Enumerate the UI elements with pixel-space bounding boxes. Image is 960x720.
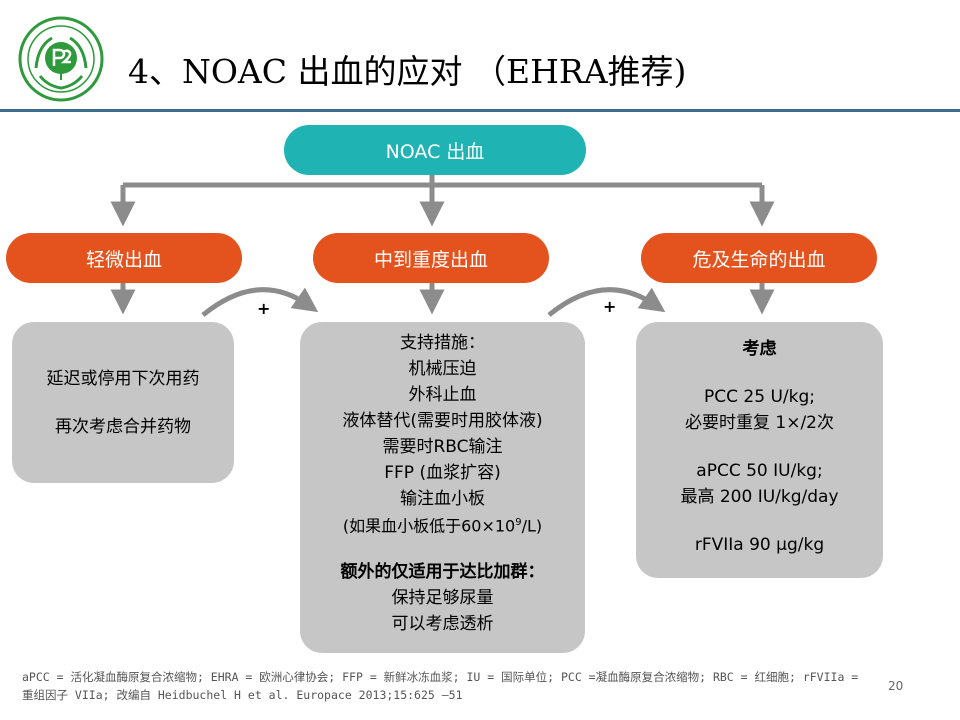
moderate-action-line: FFP (血浆扩容) xyxy=(384,463,501,483)
abbreviations-footnote: aPCC = 活化凝血酶原复合浓缩物; EHRA = 欧洲心律协会; FFP =… xyxy=(22,670,859,702)
page-number: 20 xyxy=(888,679,904,693)
root-node-noac-bleeding: NOAC 出血 xyxy=(284,125,586,175)
apcc-max-line: 最高 200 IU/kg/day xyxy=(680,487,839,507)
moderate-action-line: 机械压迫 xyxy=(408,359,477,379)
header-divider xyxy=(0,109,960,112)
moderate-action-line: 输注血小板 xyxy=(400,489,485,509)
pcc-dose-line: PCC 25 U/kg; xyxy=(704,387,815,407)
dabigatran-action-line: 保持足够尿量 xyxy=(391,588,494,609)
hospital-logo xyxy=(18,16,104,102)
category-mild-bleeding: 轻微出血 xyxy=(6,233,242,283)
page-title: 4、NOAC 出血的应对 （EHRA推荐) xyxy=(128,52,687,91)
moderate-action-line: 外科止血 xyxy=(408,385,477,405)
moderate-action-line: 液体替代(需要时用胶体液) xyxy=(342,411,543,431)
plus-sign-left: + xyxy=(257,299,271,318)
moderate-action-line: 需要时RBC输注 xyxy=(382,437,503,457)
apcc-dose-line: aPCC 50 IU/kg; xyxy=(696,461,823,481)
rfviia-dose-line: rFVIIa 90 μg/kg xyxy=(694,535,825,555)
mild-bleeding-actions-box: 延迟或停用下次用药 再次考虑合并药物 xyxy=(12,322,234,483)
dabigatran-action-line: 可以考虑透析 xyxy=(391,614,494,635)
consider-heading: 考虑 xyxy=(742,339,777,359)
category-moderate-severe-bleeding: 中到重度出血 xyxy=(313,233,549,283)
curved-arrow-mild-to-moderate xyxy=(201,287,319,317)
platelet-threshold-note: (如果血小板低于60×109/L) xyxy=(342,516,543,536)
category-life-threatening-bleeding: 危及生命的出血 xyxy=(641,233,877,283)
curved-arrow-moderate-to-severe xyxy=(547,287,666,317)
mild-action-line: 再次考虑合并药物 xyxy=(55,417,191,437)
life-threatening-bleeding-actions-box: 考虑 PCC 25 U/kg; 必要时重复 1×/2次 aPCC 50 IU/k… xyxy=(636,322,883,578)
mild-action-line: 延迟或停用下次用药 xyxy=(46,369,200,389)
dabigatran-only-heading: 额外的仅适用于达比加群： xyxy=(340,562,545,583)
supportive-measures-heading: 支持措施： xyxy=(400,333,485,353)
pcc-repeat-line: 必要时重复 1×/2次 xyxy=(684,413,834,433)
moderate-bleeding-actions-box: 支持措施： 机械压迫 外科止血 液体替代(需要时用胶体液) 需要时RBC输注 F… xyxy=(300,322,585,653)
plus-sign-right: + xyxy=(603,297,617,316)
